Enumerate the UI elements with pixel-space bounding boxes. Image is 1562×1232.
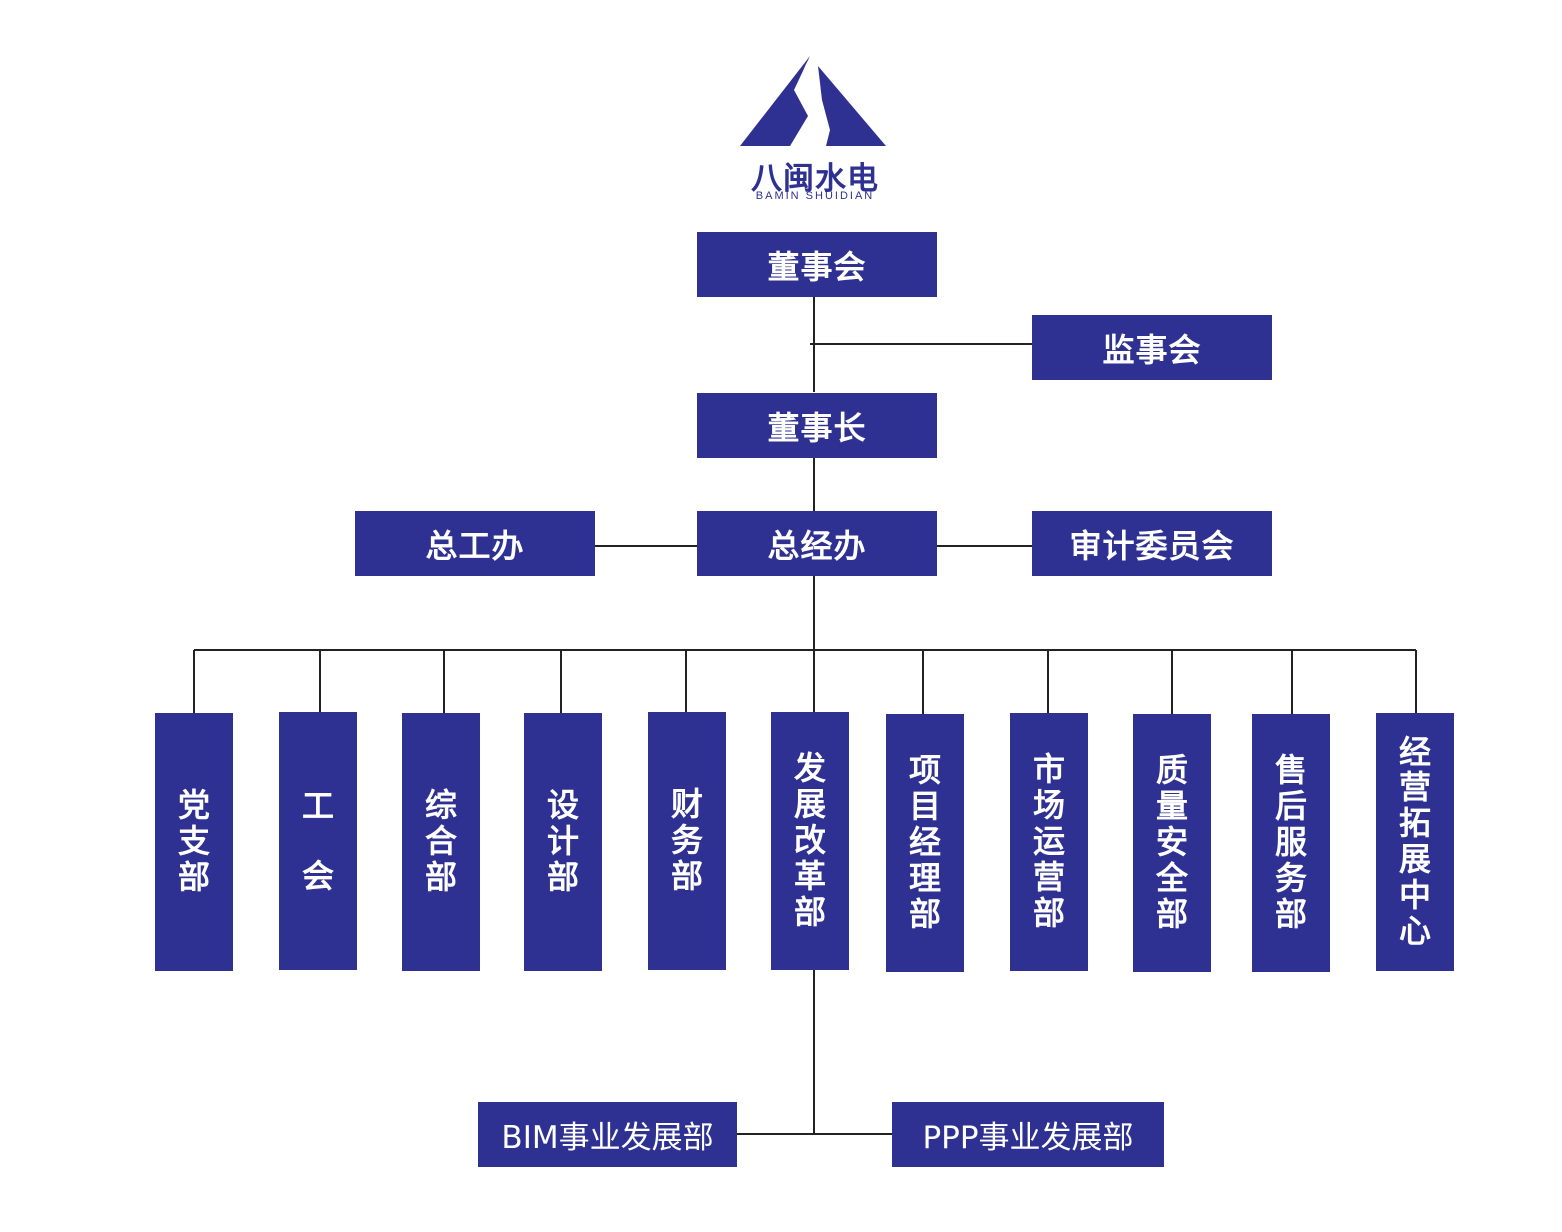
department-box-development-reform: 发展改革部 — [771, 712, 849, 970]
department-label: 综合部 — [425, 786, 458, 896]
department-box-design: 设计部 — [524, 713, 602, 971]
chairman-box: 董事长 — [697, 393, 937, 458]
board-of-directors-box: 董事会 — [697, 232, 937, 297]
department-box-party-branch: 党支部 — [155, 713, 233, 971]
department-box-finance: 财务部 — [648, 712, 726, 970]
department-box-general: 综合部 — [402, 713, 480, 971]
bim-business-department-box: BIM事业发展部 — [478, 1102, 737, 1167]
company-logo: 八闽水电 BAMIN SHUIDIAN — [730, 50, 900, 210]
department-label: 售后服务部 — [1275, 751, 1308, 933]
department-box-business-expansion: 经营拓展中心 — [1376, 713, 1454, 971]
department-box-market-operations: 市场运营部 — [1010, 713, 1088, 971]
department-label: 市场运营部 — [1033, 750, 1066, 932]
department-box-after-sales: 售后服务部 — [1252, 714, 1330, 972]
logo-mark-icon — [740, 55, 886, 148]
department-label: 工 会 — [302, 786, 335, 895]
department-box-project-manager: 项目经理部 — [886, 714, 964, 972]
audit-committee-box: 审计委员会 — [1032, 511, 1272, 576]
department-label: 发展改革部 — [794, 749, 827, 931]
department-label: 项目经理部 — [909, 751, 942, 933]
board-of-supervisors-box: 监事会 — [1032, 315, 1272, 380]
department-box-union: 工 会 — [279, 712, 357, 970]
department-label: 设计部 — [547, 786, 580, 896]
general-manager-office-box: 总经办 — [697, 511, 937, 576]
logo-chinese-name: 八闽水电 — [751, 161, 879, 197]
department-label: 财务部 — [671, 785, 704, 895]
department-label: 质量安全部 — [1156, 751, 1189, 933]
ppp-business-department-box: PPP事业发展部 — [892, 1102, 1164, 1167]
chief-engineer-office-box: 总工办 — [355, 511, 595, 576]
department-label: 党支部 — [178, 786, 211, 896]
logo-english-name: BAMIN SHUIDIAN — [755, 190, 875, 202]
department-label: 经营拓展中心 — [1399, 732, 1432, 950]
department-box-quality-safety: 质量安全部 — [1133, 714, 1211, 972]
